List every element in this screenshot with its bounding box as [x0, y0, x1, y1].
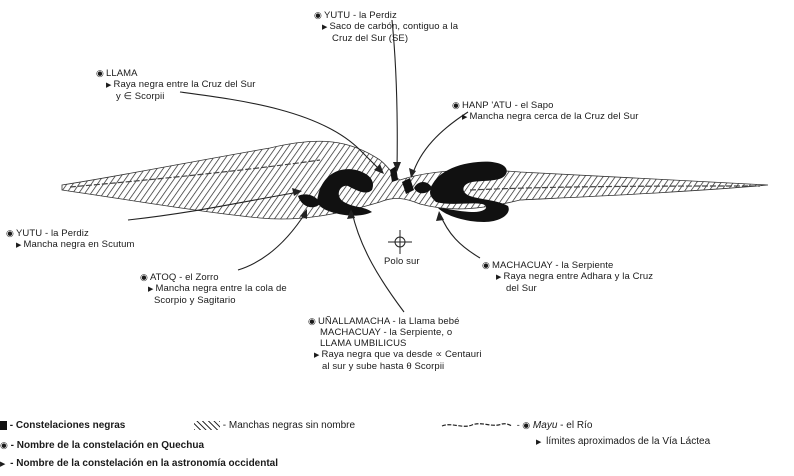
legend-occidental: ▶ - Nombre de la constelación en la astr…	[0, 458, 278, 469]
sun-icon: ◉	[6, 228, 14, 238]
label-polo-sur: Polo sur	[384, 256, 420, 267]
bullet-icon: ▶	[496, 274, 501, 281]
bullet-icon: ▶	[314, 352, 319, 359]
bullet-icon: ▶	[0, 461, 5, 468]
black-square-icon	[0, 421, 7, 430]
legend-quechua: ◉ - Nombre de la constelación en Quechua	[0, 440, 204, 451]
label-machacuay-right: ◉MACHACUAY - la Serpiente ▶Raya negra en…	[482, 260, 653, 294]
hatch-icon	[194, 421, 220, 430]
bullet-icon: ▶	[106, 82, 111, 89]
label-llama: ◉LLAMA ▶Raya negra entre la Cruz del Sur…	[96, 68, 256, 102]
bullet-icon: ▶	[148, 286, 153, 293]
arrow-atoq	[238, 212, 306, 270]
river-line-icon	[440, 420, 514, 430]
legend-constelaciones-negras: - Constelaciones negras	[0, 420, 125, 431]
bullet-icon: ▶	[462, 114, 467, 121]
legend-manchas-sin-nombre: - Manchas negras sin nombre	[194, 420, 355, 431]
sun-icon: ◉	[96, 68, 104, 78]
sun-icon: ◉	[452, 100, 460, 110]
sun-icon: - ◉	[517, 420, 530, 430]
milky-way-band	[62, 141, 768, 219]
label-yutu-left: ◉YUTU - la Perdiz ▶Mancha negra en Scutu…	[6, 228, 134, 251]
sun-icon: ◉	[314, 10, 322, 20]
label-hanpatu: ◉HANP 'ATU - el Sapo ▶Mancha negra cerca…	[452, 100, 638, 123]
legend-mayu: - ◉ Mayu - el Río	[440, 420, 592, 431]
label-unallamacha: ◉UÑALLAMACHA - la Llama bebé MACHACUAY -…	[308, 316, 482, 372]
sun-icon: ◉	[140, 272, 148, 282]
sun-icon: ◉	[0, 440, 8, 450]
bullet-icon: ▶	[16, 242, 21, 249]
legend-limites: ▶ límites aproximados de la Vía Láctea	[536, 436, 710, 447]
sun-icon: ◉	[482, 260, 490, 270]
label-atoq: ◉ATOQ - el Zorro ▶Mancha negra entre la …	[140, 272, 287, 306]
bullet-icon: ▶	[322, 24, 327, 31]
sun-icon: ◉	[308, 316, 316, 326]
bullet-icon: ▶	[536, 439, 541, 446]
label-yutu-top: ◉YUTU - la Perdiz ▶Saco de carbón, conti…	[314, 10, 458, 44]
polo-sur-marker	[388, 230, 412, 254]
